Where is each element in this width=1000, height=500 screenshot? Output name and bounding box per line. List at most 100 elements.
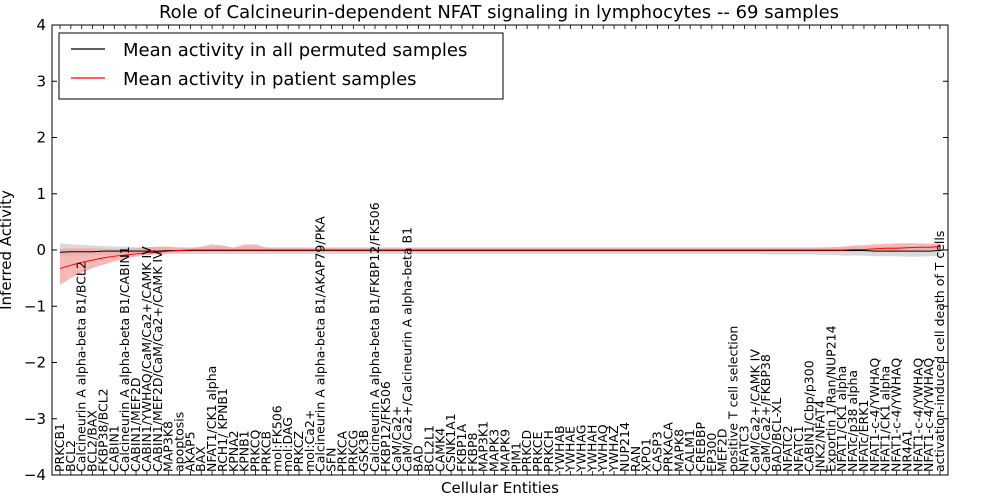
x-tick-label: CaM/Ca2+ [389,406,404,472]
x-tick-label: CASP3 [650,431,665,472]
x-tick-label: CAMK4 [432,428,447,472]
x-tick-label: BCL2/BAX [85,410,100,472]
x-tick-label: BCL2 [63,440,78,472]
x-tick-label: FKBP1A [454,424,469,472]
y-tick-label: 4 [36,16,46,34]
x-tick-label: NFATc/ERK1 [856,400,871,472]
x-tick-label: KPNA2 [226,430,241,472]
x-tick-label: positive T cell selection [726,326,741,472]
legend-box [58,32,504,100]
legend-label-permuted: Mean activity in all permuted samples [123,40,467,61]
x-tick-label: Calcineurin A alpha-beta B1/BCL2 [74,261,89,472]
x-tick-label: PIM1 [508,442,523,472]
x-tick-label: CREBBP [693,422,708,472]
x-tick-label: PRKCQ [248,430,263,472]
x-tick-label: EP300 [704,433,719,472]
x-tick-label: YWHAE [563,426,578,473]
x-tick-label: Calcineurin A alpha-beta B1/CABIN1 [117,246,132,472]
y-tick-label: −3 [24,410,46,428]
x-tick-label: MAP3K8 [161,421,176,472]
x-tick-label: mol:DAG [280,417,295,472]
x-tick-label: PRKCG [345,430,360,472]
x-tick-label: FKBP38/BCL2 [95,388,110,472]
legend-label-patient: Mean activity in patient samples [123,69,417,90]
x-tick-label: NFAT1-c-4/YWHAQ [867,358,882,472]
x-tick-label: CaM/Ca2+/CAMK IV [747,349,762,472]
x-tick-label: PRKACA [660,422,675,472]
x-tick-label: Calcineurin A alpha-beta B1/AKAP79/PKA [313,216,328,472]
x-tick-label: BAD/BCL-XL [769,398,784,472]
x-tick-label: CABIN1 [106,425,121,472]
x-tick-label: CABIN1/MEF2D/CaM/Ca2+/CAMK IV [150,250,165,472]
y-tick-label: 2 [36,129,46,147]
x-tick-label: CaM/Ca2+/FKBP38 [758,354,773,472]
y-tick-label: −2 [24,354,46,372]
x-tick-label: NFAT1/CK1 alpha [204,366,219,472]
x-tick-label: AKAP5 [182,431,197,472]
x-tick-label: NFAT1/CK1 alpha [834,366,849,472]
x-tick-label: NFATc/p38 alpha [845,370,860,472]
x-tick-label: XPO1 [639,438,654,472]
legend: Mean activity in all permuted samples Me… [58,32,504,100]
x-tick-label: Exportin 1/Ran/NUP214 [823,325,838,472]
x-tick-label: NFATC2 [780,425,795,472]
x-tick-label: NFAT1-c-4/YWHAQ [910,358,925,472]
x-tick-label: CSNK1A1 [443,413,458,472]
y-tick-label: 1 [36,185,46,203]
x-tick-label: PRKCZ [291,431,306,472]
x-tick-label: KPNB1 [237,430,252,472]
y-axis-ticks: −4 −3 −2 −1 0 1 2 3 4 [24,16,948,484]
x-tick-label: NFAT1-c-4/YWHAQ [889,358,904,472]
line-series-1 [59,246,941,270]
x-tick-label: NFAT1/CK1 alpha [878,366,893,472]
x-tick-label: PRKCH [541,430,556,472]
x-tick-label: FKBP8 [465,432,480,472]
y-axis-label: Inferred Activity [0,190,15,310]
x-axis-label: Cellular Entities [441,479,559,497]
y-tick-label: 0 [36,241,46,259]
x-tick-label: YWHAB [552,425,567,473]
x-tick-label: NFATC1 [791,425,806,472]
x-tick-label: YWHAG [573,425,588,473]
x-tick-label: CALM1 [682,429,697,472]
x-tick-label: JNK2/NFAT4 [812,400,827,473]
x-tick-label: NR4A1 [899,430,914,473]
x-tick-label: PRKCB [258,431,273,472]
x-tick-label: BAX [193,446,208,472]
x-tick-label: PRKCB1 [52,423,67,472]
x-tick-label: NFATC3 [736,425,751,472]
x-tick-label: mol:Ca2+ [302,410,317,472]
x-tick-label: RAN [628,446,643,472]
x-tick-label: BCL2L1 [421,425,436,472]
x-tick-label: BAD [411,445,426,472]
x-tick-label: MAPK3 [487,429,502,472]
x-tick-label: PRKCE [530,432,545,472]
x-tick-label: CaM/Ca2+/Calcineurin A alpha-beta B1 [400,227,415,472]
x-tick-label: YWHAZ [606,425,621,473]
x-tick-label: MAPK8 [671,429,686,472]
x-tick-label: NFAT1-c-4/YWHAQ [921,358,936,472]
x-tick-label: CABIN1/MEF2D [128,377,143,472]
y-tick-label: −4 [24,466,46,484]
band-series-1 [60,243,940,285]
x-tick-label: activation-induced cell death of T cells [932,231,947,472]
x-tick-label: FKBP12/FK506 [378,381,393,472]
x-tick-label: mol:FK506 [269,405,284,472]
x-tick-label: NUP214 [617,422,632,472]
line-series-0 [59,250,941,253]
x-tick-label: Calcineurin A alpha-beta B1/FKBP12/FK506 [367,202,382,472]
x-tick-label: RCH1/ KPNB1 [215,388,230,472]
x-tick-label: PRKCA [334,431,349,472]
chart-title: Role of Calcineurin-dependent NFAT signa… [159,2,839,23]
x-tick-label: YWHAH [584,425,599,473]
x-tick-label: PRKCD [519,430,534,472]
y-tick-label: −1 [24,297,46,315]
x-tick-label: CABIN1/YWHAQ/CaM/Ca2+/CAMK IV [139,246,154,472]
y-tick-label: 3 [36,72,46,90]
x-tick-label: MAP3K1 [476,421,491,472]
x-tick-label: MEF2D [715,429,730,472]
x-tick-label: apoptosis [172,412,187,472]
x-tick-label: YWHAQ [595,424,610,473]
